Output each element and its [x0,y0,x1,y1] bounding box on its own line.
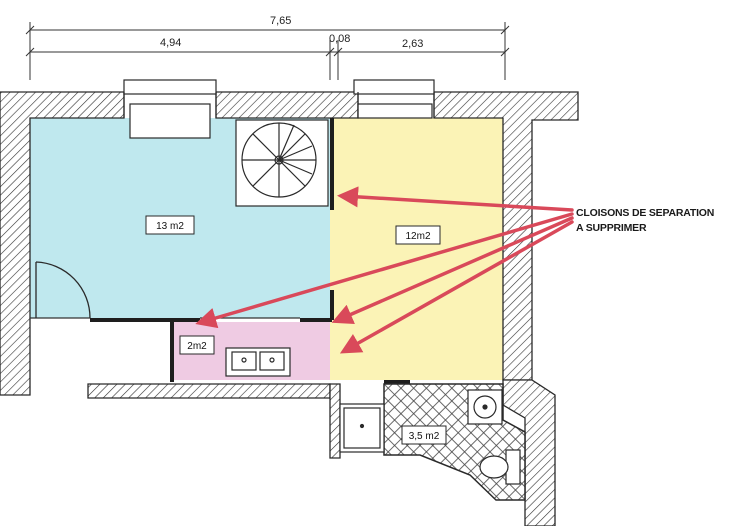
arrow-3 [331,216,574,325]
window-left [123,79,217,139]
dimension-left: 4,94 [160,37,181,49]
area-text-yellow: 12m2 [405,231,430,242]
dimension-lines [25,22,510,80]
window-right [353,79,435,119]
area-text-pink: 2m2 [187,341,207,352]
yellow-room [330,118,503,380]
dimension-total: 7,65 [270,15,291,27]
dimension-right: 2,63 [402,38,423,50]
interior-walls [90,118,410,384]
double-sink [225,347,291,377]
area-text-bathroom: 3,5 m2 [409,431,440,442]
area-label-pink: 2m2 [179,335,215,355]
area-label-yellow: 12m2 [395,225,441,245]
arrow-1 [337,186,574,212]
annotation-arrows [195,186,574,354]
area-label-bathroom: 3,5 m2 [401,425,447,445]
washbasin [467,389,503,425]
area-text-blue: 13 m2 [156,221,184,232]
spiral-staircase [235,119,329,207]
area-label-blue: 13 m2 [145,215,195,235]
arrow-2 [195,212,574,329]
arrow-4 [339,220,574,354]
toilet [479,449,521,485]
dimension-middle: 0,08 [329,33,350,45]
shower [339,403,385,453]
annotation-line-1: CLOISONS DE SEPARATION [576,207,714,219]
annotation-line-2: A SUPPRIMER [576,222,647,234]
entrance-door [35,261,91,319]
